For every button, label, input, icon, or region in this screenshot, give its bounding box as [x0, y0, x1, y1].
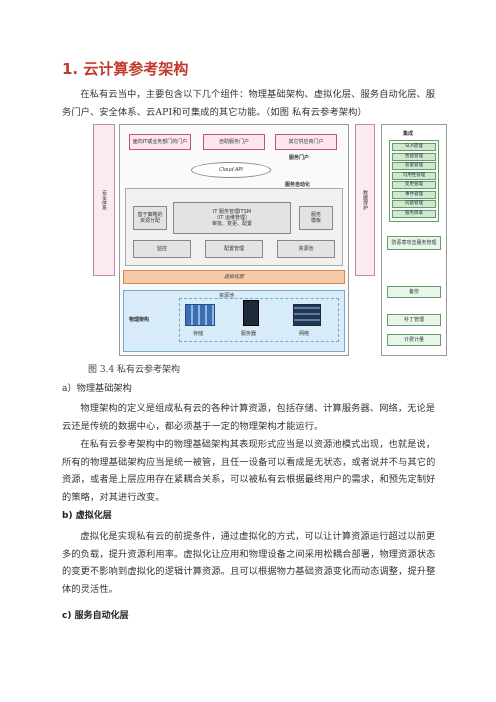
- data-protection-bar: 数据保护: [355, 124, 375, 276]
- integration-item: 容量管理: [392, 162, 436, 170]
- config-box: 配置管理: [205, 240, 263, 258]
- section-a-paragraph-1: 物理架构的定义是组成私有云的各种计算资源，包括存储、计算服务器、网络，无论是云还…: [62, 403, 436, 432]
- section-a-title: a）物理基础架构: [62, 383, 132, 394]
- integration-item: SLA管理: [392, 143, 436, 151]
- integration-item: 事件管理: [392, 190, 436, 199]
- integration-item: 服务目录: [392, 209, 436, 218]
- integration-title: 集成: [403, 131, 414, 137]
- automation-label: 服务自动化: [285, 182, 311, 188]
- storage-icon: [185, 304, 215, 326]
- itsm-line-2: （IT 运维管理）: [213, 215, 251, 221]
- section-b-paragraph-1: 虚拟化是实现私有云的前提条件，通过虚拟化的方式，可以让计算资源运行超过以前更多的…: [62, 531, 436, 595]
- template-line-1: 服务: [310, 212, 321, 218]
- section-c-title: c) 服务自动化层: [62, 611, 129, 621]
- integration-item: 可用性管理: [392, 171, 436, 180]
- service-portal-label: 服务门户: [289, 155, 310, 161]
- itsm-line-1: IT 服务管理ITSM: [212, 209, 252, 215]
- integration-box-1: 防恶意攻击服务管理: [387, 236, 441, 250]
- template-box: 服务 模板: [299, 206, 333, 230]
- integration-box-2: 备份: [387, 286, 441, 298]
- intro-paragraph: 在私有云当中，主要包含以下几个组件：物理基础架构、虚拟化层、服务自动化层、服务门…: [62, 89, 436, 118]
- integration-item: 性能管理: [392, 152, 436, 161]
- pool-label: 资源池: [219, 293, 235, 299]
- section-heading: 1. 云计算参考架构: [62, 60, 189, 78]
- section-b-title: b) 虚拟化层: [62, 511, 112, 521]
- portal-box-1: 面向IT或业务部门的门户: [129, 134, 191, 150]
- template-line-2: 模板: [310, 218, 321, 224]
- pool-box: 资源池: [277, 240, 335, 258]
- section-a-paragraph-2: 在私有云参考架构中的物理基础架构其表现形式应当是以资源池模式出现，也就是说，所有…: [62, 439, 436, 503]
- resource-pool-frame: [179, 298, 339, 342]
- cloud-api: Cloud API: [191, 162, 271, 178]
- security-bar: 安全体系: [93, 124, 115, 276]
- storage-label: 存储: [193, 331, 204, 337]
- virtualization-layer: 虚拟化层: [123, 270, 345, 284]
- monitor-box: 监控: [133, 240, 191, 258]
- integration-item: 变更管理: [392, 181, 436, 189]
- private-cloud-architecture-diagram: 安全体系 面向IT或业务部门的门户 自助服务门户 其它供应商门户 服务门户 Cl…: [93, 124, 449, 356]
- integration-box-3: 补丁管理: [387, 314, 441, 326]
- server-label: 服务器: [241, 331, 257, 337]
- integration-item: 问题管理: [392, 200, 436, 208]
- integration-list: SLA管理性能管理容量管理可用性管理变更管理事件管理问题管理服务目录: [392, 143, 436, 219]
- physical-label: 物理架构: [129, 317, 150, 323]
- integration-box-4: 计费计量: [387, 334, 441, 346]
- portal-box-2: 自助服务门户: [203, 134, 265, 150]
- network-icon: [293, 304, 321, 326]
- itsm-box: IT 服务管理ITSM （IT 运维管理） 审批、变更、配置: [173, 202, 291, 234]
- server-icon: [243, 300, 259, 326]
- portal-box-3: 其它供应商门户: [275, 134, 337, 150]
- policy-line-2: 资源分配: [139, 218, 160, 224]
- policy-box: 基于策略的 资源分配: [133, 206, 167, 230]
- policy-line-1: 基于策略的: [137, 212, 163, 218]
- itsm-line-3: 审批、变更、配置: [211, 221, 252, 227]
- figure-caption: 图 3.4 私有云参考架构: [88, 365, 181, 375]
- network-label: 网络: [299, 331, 310, 337]
